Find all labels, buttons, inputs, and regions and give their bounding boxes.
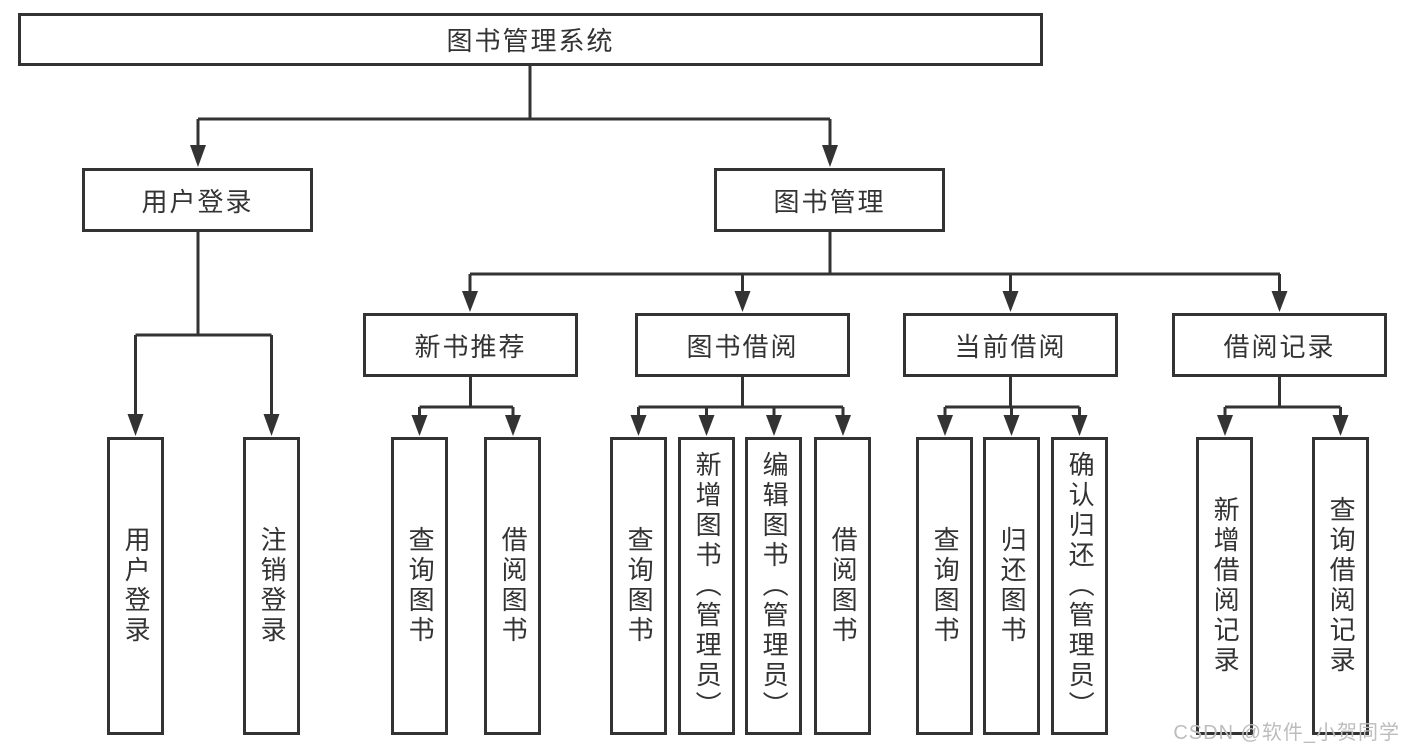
node-root-system: 图书管理系统 (18, 13, 1043, 66)
leaf-borrow-add-book-admin: 新增图书（管理员） (678, 437, 735, 735)
arrowhead (263, 414, 280, 436)
node-label: 查询图书 (930, 526, 961, 646)
node-label: 借阅图书 (828, 526, 859, 646)
node-label: 用户登录 (141, 186, 254, 217)
leaf-borrow-edit-book-admin: 编辑图书（管理员） (745, 437, 802, 735)
node-user-login: 用户登录 (82, 168, 313, 232)
leaf-borrow-query-book: 查询图书 (610, 437, 667, 735)
arrowhead (462, 291, 478, 312)
connector-current-borrow-children (937, 377, 1088, 436)
node-label: 注销登录 (257, 526, 288, 646)
node-label: 查询图书 (624, 526, 655, 646)
arrowhead (1332, 415, 1349, 436)
watermark: CSDN @软件_小贺同学 (1173, 722, 1400, 744)
arrowhead (1003, 415, 1020, 436)
arrowhead (734, 291, 751, 312)
arrowhead (835, 415, 851, 436)
arrowhead (1271, 291, 1288, 312)
leaf-borrow-borrow-book: 借阅图书 (814, 437, 871, 735)
connector-borrow-records-children (1217, 377, 1349, 436)
node-label: 归还图书 (997, 526, 1028, 646)
arrowhead (822, 145, 838, 167)
arrowhead (127, 414, 144, 436)
leaf-recommend-borrow-book: 借阅图书 (484, 437, 541, 735)
node-new-book-recommend: 新书推荐 (363, 313, 578, 377)
leaf-user-login: 用户登录 (107, 437, 164, 735)
node-label: 借阅记录 (1223, 331, 1336, 362)
arrowhead (1071, 415, 1088, 436)
node-label: 确认归还（管理员） (1065, 451, 1096, 721)
connector-book-management-children (462, 232, 1288, 312)
node-book-management: 图书管理 (714, 168, 945, 232)
node-label: 借阅图书 (498, 526, 529, 646)
arrowhead (1002, 291, 1019, 312)
arrowhead (411, 415, 428, 436)
node-book-borrow: 图书借阅 (635, 313, 850, 377)
arrowhead (1217, 415, 1233, 436)
node-label: 用户登录 (121, 526, 152, 646)
connector-book-borrow-children (630, 377, 851, 436)
arrowhead (190, 145, 206, 167)
node-label: 新增图书（管理员） (692, 451, 723, 721)
connector-root-to-level2 (190, 66, 838, 167)
node-label: 查询借阅记录 (1326, 496, 1357, 676)
node-label: 图书管理 (773, 186, 886, 217)
connector-new-book-recommend-children (411, 377, 521, 436)
arrowhead (937, 415, 953, 436)
node-current-borrow: 当前借阅 (903, 313, 1118, 377)
node-label: 编辑图书（管理员） (759, 451, 790, 721)
node-borrow-records: 借阅记录 (1172, 313, 1387, 377)
node-label: 图书管理系统 (446, 26, 615, 56)
arrowhead (698, 415, 715, 436)
node-label: 查询图书 (405, 526, 436, 646)
leaf-recommend-query-book: 查询图书 (391, 437, 448, 735)
node-label: 新增借阅记录 (1210, 496, 1241, 676)
leaf-current-query-book: 查询图书 (916, 437, 973, 735)
node-label: 图书借阅 (686, 331, 799, 362)
leaf-records-query-record: 查询借阅记录 (1312, 437, 1369, 735)
leaf-current-return-book: 归还图书 (983, 437, 1040, 735)
arrowhead (630, 415, 647, 436)
arrowhead (766, 415, 782, 436)
leaf-current-confirm-return-admin: 确认归还（管理员） (1051, 437, 1108, 735)
leaf-logout-login: 注销登录 (243, 437, 300, 735)
node-label: 新书推荐 (414, 331, 527, 362)
arrowhead (505, 415, 521, 436)
connector-user-login-children (127, 232, 280, 436)
node-label: 当前借阅 (954, 331, 1067, 362)
leaf-records-add-record: 新增借阅记录 (1196, 437, 1253, 735)
